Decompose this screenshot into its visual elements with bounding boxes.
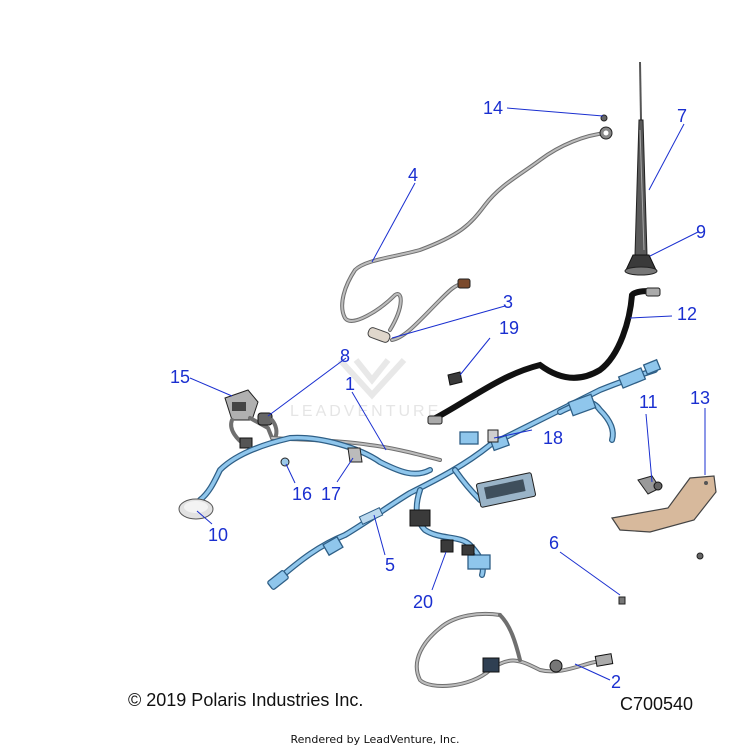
watermark-text: LEADVENTURE [290, 403, 441, 420]
callout-16: 16 [292, 484, 312, 504]
callout-2: 2 [611, 672, 621, 692]
callout-3: 3 [503, 292, 513, 312]
ground-cable [340, 126, 613, 332]
clip-19 [447, 371, 463, 386]
callout-11: 11 [639, 392, 658, 412]
callout-17: 17 [321, 484, 341, 504]
cable-boot-3 [367, 278, 471, 343]
round-plug-10 [178, 498, 214, 520]
antenna-base [624, 254, 658, 276]
clip-17 [347, 447, 363, 463]
mounting-bracket-13 [610, 475, 717, 560]
black-strap [427, 287, 661, 425]
bolt-6 [618, 596, 626, 605]
callout-1: 1 [345, 374, 355, 394]
callout-15: 15 [170, 367, 190, 387]
callout-labels: 14 7 4 9 3 12 19 8 15 1 13 11 18 16 17 1… [170, 98, 710, 692]
callout-8: 8 [340, 346, 350, 366]
callout-6: 6 [549, 533, 559, 553]
leader-lines [189, 107, 706, 681]
callout-13: 13 [690, 388, 710, 408]
connector-block [475, 472, 537, 508]
callout-12: 12 [677, 304, 697, 324]
callout-19: 19 [499, 318, 519, 338]
callout-4: 4 [408, 165, 418, 185]
bracket-11 [637, 475, 663, 495]
callout-9: 9 [696, 222, 706, 242]
callout-5: 5 [385, 555, 395, 575]
diagram-code: C700540 [620, 694, 694, 714]
main-harness [197, 358, 662, 590]
nut-14 [600, 114, 608, 122]
watermark: LEADVENTURE [290, 357, 441, 420]
clip-16 [280, 457, 290, 467]
callout-7: 7 [677, 106, 687, 126]
relay-20 [440, 539, 454, 553]
sensor-cable-2 [414, 611, 614, 688]
callout-20: 20 [413, 592, 433, 612]
callout-14: 14 [483, 98, 503, 118]
plug-cluster-15 [224, 389, 274, 449]
clamp-18 [487, 429, 499, 443]
antenna-mast [634, 61, 648, 256]
callout-18: 18 [543, 428, 563, 448]
callout-10: 10 [208, 525, 228, 545]
copyright-notice: © 2019 Polaris Industries Inc. [128, 690, 364, 710]
rendered-by-credit: Rendered by LeadVenture, Inc. [290, 733, 460, 746]
